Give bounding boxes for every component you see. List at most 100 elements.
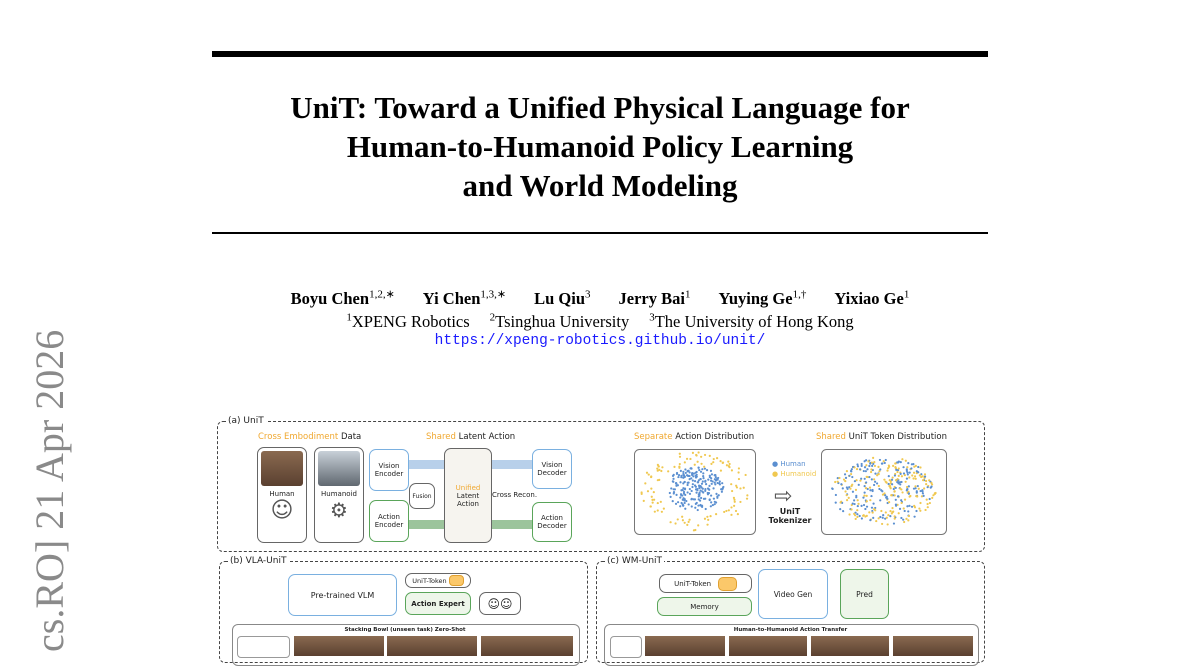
scatter-point: [700, 482, 704, 485]
scatter-point: [893, 517, 896, 520]
panel-a: [217, 421, 985, 552]
scatter-point: [706, 523, 709, 526]
author: Yuying Ge1,†: [718, 288, 807, 308]
action-decoder: Action Decoder: [532, 502, 572, 542]
scatter-point: [697, 466, 700, 469]
scatter-point: [903, 509, 906, 513]
scatter-point: [856, 509, 859, 512]
scatter-point: [860, 462, 863, 466]
scatter-point: [922, 479, 925, 482]
scatter-point: [853, 499, 856, 502]
scatter-point: [863, 484, 866, 488]
scatter-point: [865, 464, 868, 467]
humanoid-card: Humanoid⚙: [314, 447, 364, 543]
scatter-point: [928, 501, 932, 505]
affiliation: 3The University of Hong Kong: [649, 311, 854, 331]
scatter-point: [865, 459, 868, 462]
scatter-point: [894, 465, 897, 469]
scatter-point: [875, 519, 878, 523]
scatter-point: [918, 507, 921, 510]
scatter-point: [860, 477, 863, 480]
scatter-point: [728, 462, 731, 466]
scatter-point: [900, 499, 903, 502]
scatter-point: [888, 484, 891, 488]
scatter-point: [914, 464, 917, 467]
scatter-point: [661, 466, 664, 469]
panel-c-label: (c) WM-UniT: [605, 556, 665, 566]
scatter-point: [864, 507, 867, 511]
scatter-point: [883, 478, 886, 481]
scatter-point: [695, 453, 698, 457]
scatter-point: [853, 466, 856, 469]
scatter-point: [698, 468, 701, 472]
tokenizer-label: UniT Tokenizer: [768, 507, 812, 525]
strip-thumb: [610, 636, 642, 658]
scatter-point: [920, 473, 923, 476]
scatter-point: [695, 475, 698, 478]
scatter-point: [884, 511, 887, 514]
scatter-point: [734, 509, 738, 513]
scatter-point: [908, 476, 911, 479]
affiliation: 1XPENG Robotics: [346, 311, 470, 331]
scatter-point: [679, 469, 682, 472]
unit-token-b: UniT-Token: [405, 573, 471, 588]
scatter-point: [708, 454, 711, 458]
scatter-point: [698, 494, 701, 497]
scatter-point: [680, 476, 683, 479]
scatter-point: [869, 462, 872, 465]
scatter-point: [915, 495, 918, 498]
scatter-point: [901, 458, 904, 461]
scatter-point: [873, 507, 876, 511]
scatter-point: [886, 497, 889, 500]
scatter-point: [857, 483, 860, 486]
scatter-point: [905, 489, 908, 492]
scatter-point: [926, 502, 929, 506]
scatter-point: [877, 465, 880, 468]
scatter-point: [706, 493, 710, 496]
scatter-point: [715, 477, 719, 481]
scatter-point: [693, 498, 697, 501]
scatter-point: [678, 452, 681, 455]
scatter-point: [887, 514, 890, 517]
scatter-point: [717, 494, 720, 497]
scatter-point: [856, 463, 859, 466]
scatter-point: [685, 457, 689, 460]
scatter-point: [924, 508, 927, 512]
scatter-point: [870, 461, 874, 464]
scatter-point: [683, 461, 686, 464]
scatter-point: [907, 514, 911, 518]
separate-scatter: [634, 449, 756, 535]
scatter-point: [850, 484, 853, 488]
scatter-point: [709, 469, 713, 472]
scatter-point: [855, 467, 859, 471]
pred-box: Pred: [840, 569, 889, 619]
scatter-point: [889, 487, 892, 490]
scatter-point: [653, 510, 656, 513]
scatter-point: [692, 529, 696, 532]
scatter-point: [881, 516, 884, 519]
scatter-point: [880, 509, 883, 513]
scatter-point: [681, 515, 684, 518]
scatter-point: [848, 486, 851, 489]
scatter-point: [697, 504, 700, 507]
scatter-point: [694, 502, 697, 505]
scatter-point: [678, 455, 682, 458]
scatter-point: [907, 510, 910, 513]
scatter-point: [706, 515, 709, 518]
frame-image: [893, 636, 973, 656]
unit-token-c: UniT-Token: [659, 574, 752, 593]
scatter-point: [885, 516, 888, 519]
scatter-point: [851, 502, 854, 505]
project-link[interactable]: https://xpeng-robotics.github.io/unit/: [434, 333, 766, 349]
fusion-box: Fusion: [409, 483, 435, 509]
scatter-point: [709, 505, 712, 508]
scatter-point: [863, 494, 866, 497]
scatter-point: [650, 495, 653, 498]
scatter-point: [869, 519, 872, 522]
scatter-point: [681, 498, 684, 501]
scatter-point: [710, 473, 714, 476]
scatter-point: [651, 501, 654, 504]
scatter-point: [849, 469, 853, 473]
scatter-point: [704, 507, 707, 511]
scatter-point: [907, 485, 910, 488]
